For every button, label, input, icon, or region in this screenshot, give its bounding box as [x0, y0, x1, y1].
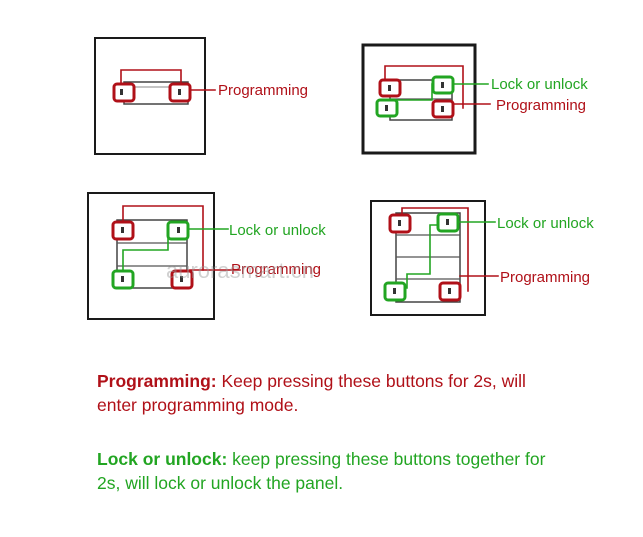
panel4-programming-label: Programming — [500, 269, 590, 286]
switch-rocker — [116, 219, 188, 289]
panel-1 — [94, 37, 216, 155]
lock-term: Lock or unlock: — [97, 449, 228, 469]
lock-text: keep pressing these buttons together for… — [97, 449, 546, 493]
panel3-programming-label: Programming — [231, 261, 321, 278]
panel-3 — [87, 192, 241, 320]
programming-button-left — [112, 82, 136, 103]
programming-term: Programming: — [97, 371, 217, 391]
panel3-lock-label: Lock or unlock — [229, 222, 326, 239]
panel4-lock-label: Lock or unlock — [497, 215, 594, 232]
panel2-lock-label: Lock or unlock — [491, 76, 588, 93]
programming-text: Keep pressing these buttons for 2s, will… — [97, 371, 526, 415]
programming-description: Programming: Keep pressing these buttons… — [97, 369, 567, 417]
panel-frame — [87, 192, 215, 320]
panel2-programming-label: Programming — [496, 97, 586, 114]
panel1-programming-label: Programming — [218, 82, 308, 99]
panel-2 — [361, 43, 491, 155]
watermark: aurorasmart.cn — [166, 258, 314, 283]
panel-4 — [370, 200, 499, 316]
lock-description: Lock or unlock: keep pressing these butt… — [97, 447, 567, 495]
